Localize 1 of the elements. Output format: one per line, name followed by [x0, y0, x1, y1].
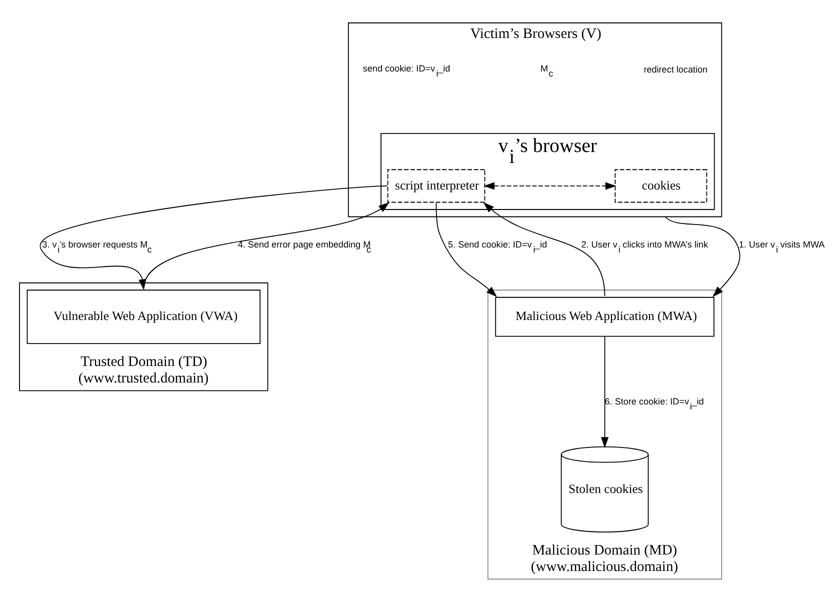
label: redirect location	[644, 64, 708, 74]
